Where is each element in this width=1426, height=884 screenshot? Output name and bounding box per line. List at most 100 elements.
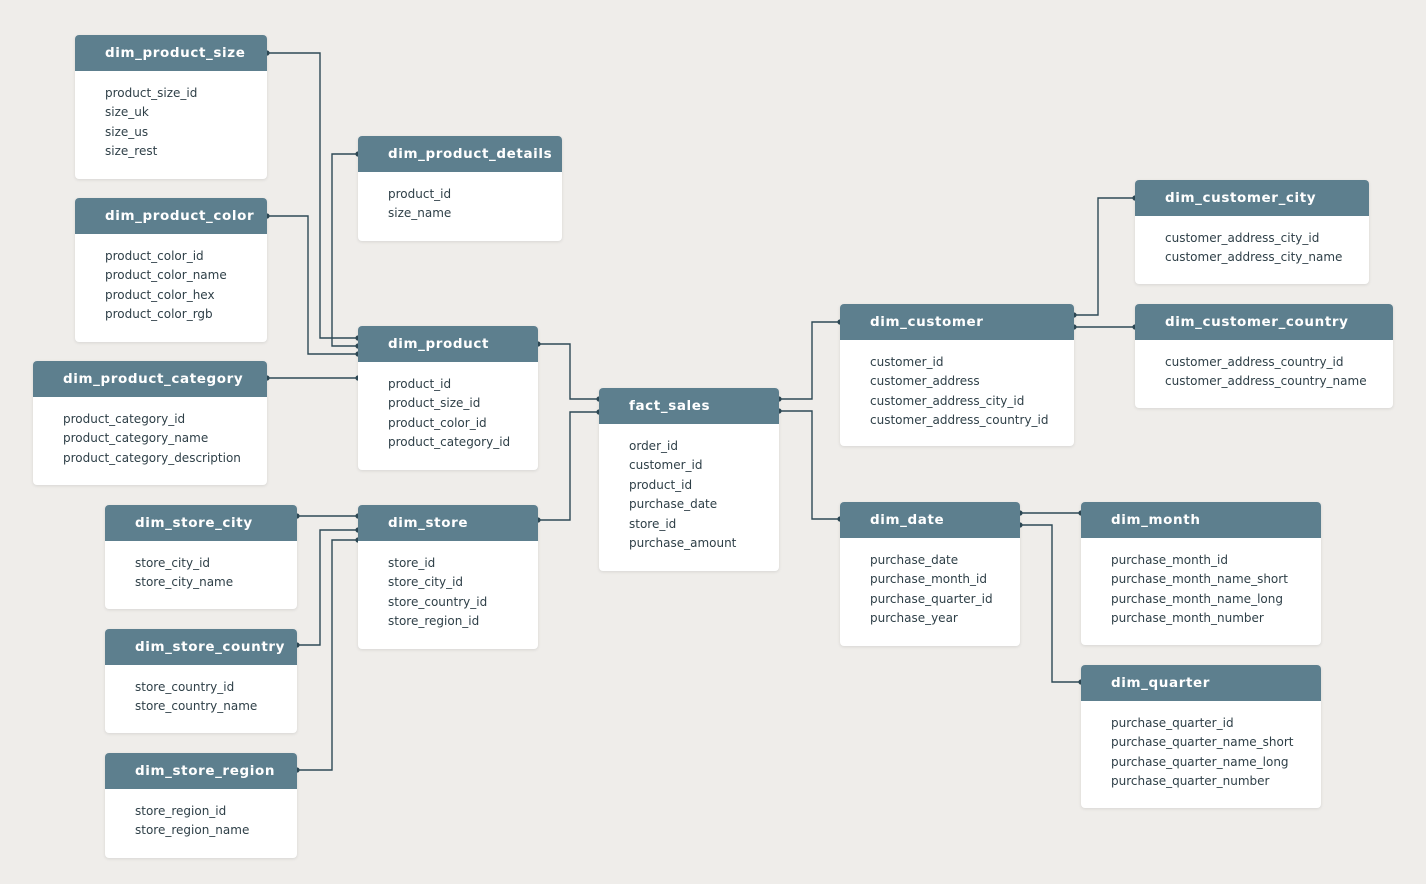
field-item: product_category_description <box>63 450 241 465</box>
relationship-line-dim-product-color-to-dim-product <box>267 215 358 355</box>
field-item: store_region_id <box>388 614 480 629</box>
field-item: purchase_quarter_id <box>870 591 993 606</box>
relationship-line-dim-product-size-to-dim-product <box>267 52 358 339</box>
field-list: store_country_id store_country_name <box>105 665 297 717</box>
field-item: size_rest <box>105 144 158 159</box>
table-title: dim_customer <box>840 304 1074 340</box>
field-item: purchase_month_id <box>870 572 987 587</box>
relationship-line-dim-store-to-fact-sales <box>538 411 599 521</box>
field-item: purchase_month_name_long <box>1111 591 1283 606</box>
field-item: store_country_id <box>388 594 488 609</box>
relationship-line-dim-store-region-to-dim-store <box>297 539 358 771</box>
field-list: customer_address_city_id customer_address… <box>1135 216 1369 268</box>
field-item: purchase_month_id <box>1111 553 1228 567</box>
field-list: purchase_month_id purchase_month_name_sho… <box>1081 538 1321 629</box>
table-title: dim_product_category <box>33 361 267 397</box>
table-dim-store[interactable]: dim_store store_id store_city_id store_coun… <box>358 505 538 649</box>
field-item: store_country_name <box>135 699 258 714</box>
field-item: customer_address_city_id <box>870 393 1025 408</box>
field-item: customer_id <box>870 355 944 369</box>
field-item: product_color_name <box>105 268 227 283</box>
field-item: size_us <box>105 124 149 139</box>
relationship-line-fact-sales-to-dim-date <box>779 410 840 520</box>
field-item: store_city_id <box>388 575 464 590</box>
field-item: product_id <box>629 477 693 492</box>
field-item: customer_address_country_id <box>870 413 1049 428</box>
field-item: purchase_month_name_short <box>1111 572 1288 587</box>
table-title: dim_store_city <box>105 505 297 541</box>
field-item: customer_address_country_id <box>1165 355 1344 369</box>
field-item: customer_address <box>870 374 980 389</box>
relationship-line-dim-store-country-to-dim-store <box>297 529 358 646</box>
field-item: customer_id <box>629 458 703 473</box>
field-item: purchase_quarter_id <box>1111 716 1234 730</box>
field-item: store_country_id <box>135 680 235 694</box>
field-item: purchase_month_number <box>1111 611 1264 626</box>
field-item: customer_address_country_name <box>1165 374 1367 389</box>
table-title: dim_product_color <box>75 198 267 234</box>
field-item: customer_address_city_name <box>1165 250 1343 265</box>
field-list: customer_address_country_id customer_addr… <box>1135 340 1393 392</box>
field-item: purchase_amount <box>629 536 737 551</box>
table-title: dim_customer_country <box>1135 304 1393 340</box>
field-item: product_color_hex <box>105 287 215 302</box>
field-item: product_category_id <box>388 435 511 450</box>
table-title: dim_date <box>840 502 1020 538</box>
relationship-line-dim-product-details-to-dim-product <box>331 153 358 347</box>
field-item: purchase_quarter_name_long <box>1111 754 1289 769</box>
table-title: dim_product <box>358 326 538 362</box>
relationship-line-dim-customer-to-dim-customer-city <box>1074 197 1135 316</box>
field-list: product_id size_name <box>358 172 562 224</box>
field-item: store_city_id <box>135 556 211 570</box>
field-item: store_region_name <box>135 823 250 838</box>
field-item: purchase_quarter_number <box>1111 774 1270 789</box>
field-item: product_color_id <box>105 249 204 263</box>
field-item: product_category_name <box>63 431 209 446</box>
field-item: customer_address_city_id <box>1165 231 1320 245</box>
field-item: store_id <box>388 556 436 570</box>
field-item: product_color_rgb <box>105 307 213 322</box>
field-item: product_id <box>388 187 452 201</box>
relationship-line-fact-sales-to-dim-customer <box>779 321 840 400</box>
field-item: store_id <box>629 516 677 531</box>
field-item: order_id <box>629 439 678 453</box>
table-title: dim_store <box>358 505 538 541</box>
field-item: size_name <box>388 206 452 221</box>
field-item: purchase_quarter_name_short <box>1111 735 1294 750</box>
relationship-line-dim-date-to-dim-quarter <box>1020 524 1081 683</box>
table-title: dim_quarter <box>1081 665 1321 701</box>
field-list: store_region_id store_region_name <box>105 789 297 841</box>
field-item: purchase_year <box>870 611 958 626</box>
field-item: size_uk <box>105 105 149 120</box>
field-item: store_region_id <box>135 804 227 818</box>
table-title: fact_sales <box>599 388 779 424</box>
field-item: product_size_id <box>105 86 198 100</box>
field-item: product_color_id <box>388 415 487 430</box>
field-item: product_id <box>388 377 452 391</box>
field-list: purchase_quarter_id purchase_quarter_name… <box>1081 701 1321 792</box>
relationship-line-dim-product-to-fact-sales <box>538 343 599 400</box>
